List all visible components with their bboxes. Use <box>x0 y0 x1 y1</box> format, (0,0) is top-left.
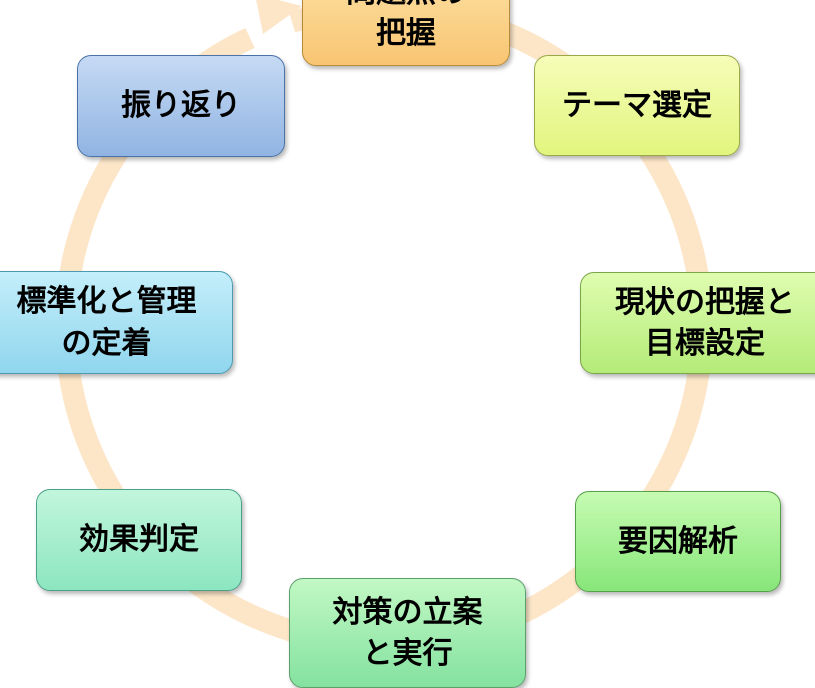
step-label: 標準化と管理 の定着 <box>16 284 197 361</box>
step-label: 要因解析 <box>618 523 738 559</box>
step-factor-analysis: 要因解析 <box>575 491 781 592</box>
step-effect-evaluation: 効果判定 <box>36 489 242 591</box>
step-label: 振り返り <box>121 88 241 124</box>
step-standardization: 標準化と管理 の定着 <box>0 271 233 374</box>
step-label: 問題点の 把握 <box>346 0 466 51</box>
step-label: 対策の立案 と実行 <box>332 594 483 671</box>
step-label: 効果判定 <box>79 522 199 558</box>
step-label: テーマ選定 <box>562 87 712 123</box>
step-label: 現状の把握と 目標設定 <box>615 284 795 361</box>
step-countermeasure-planning: 対策の立案 と実行 <box>289 578 526 688</box>
step-problem-identification: 問題点の 把握 <box>302 0 510 66</box>
step-theme-selection: テーマ選定 <box>534 55 740 156</box>
step-current-status-and-goal: 現状の把握と 目標設定 <box>580 272 815 374</box>
step-reflection: 振り返り <box>77 55 285 157</box>
cycle-arrow-head <box>256 0 302 34</box>
